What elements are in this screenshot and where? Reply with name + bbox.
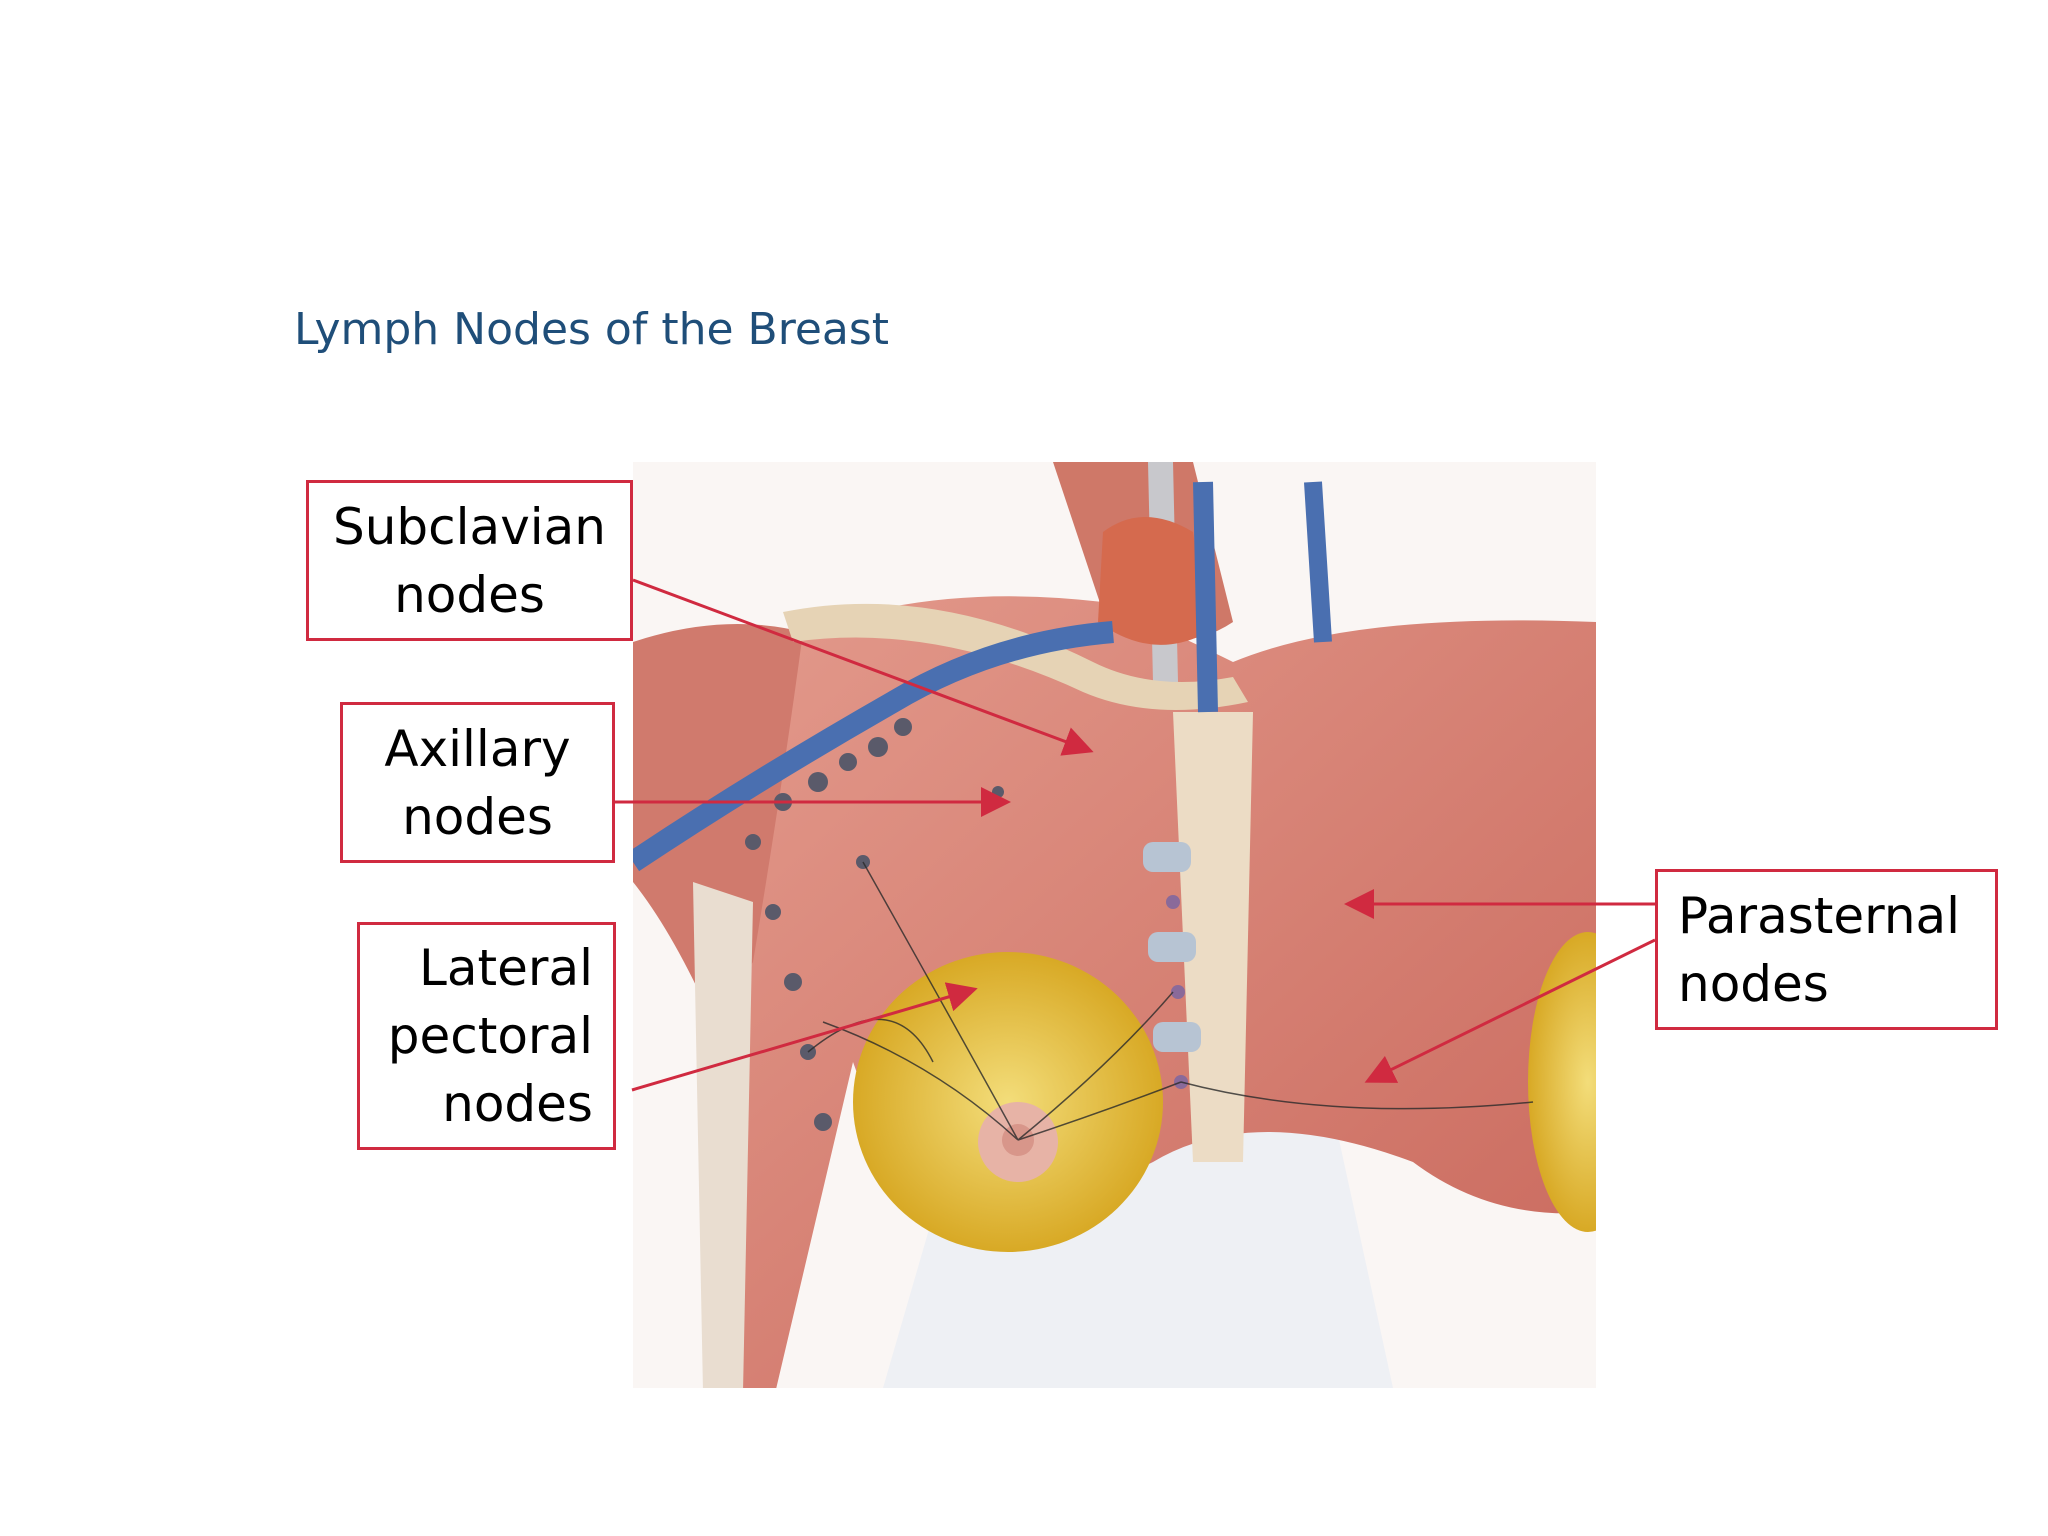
axillary-nodes-label: Axillary nodes [340, 702, 615, 863]
subclavian-label-line2: nodes [394, 565, 545, 624]
axillary-label-line1: Axillary [384, 719, 571, 778]
axillary-label-line2: nodes [402, 787, 553, 846]
breast-lymph-anatomy-illustration [633, 462, 1596, 1388]
subclavian-nodes-label: Subclavian nodes [306, 480, 633, 641]
slide-title: Lymph Nodes of the Breast [294, 304, 890, 355]
lateral-pectoral-label-line1: Lateral [419, 939, 593, 997]
parasternal-label-line1: Parasternal [1678, 886, 1961, 945]
lateral-pectoral-nodes-label: Lateral pectoral nodes [357, 922, 616, 1150]
parasternal-nodes-label: Parasternal nodes [1655, 869, 1998, 1030]
parasternal-label-line2: nodes [1678, 954, 1829, 1013]
subclavian-label-line1: Subclavian [333, 497, 606, 556]
lateral-pectoral-label-line2: pectoral [387, 1007, 593, 1065]
lateral-pectoral-label-line3: nodes [442, 1075, 593, 1133]
